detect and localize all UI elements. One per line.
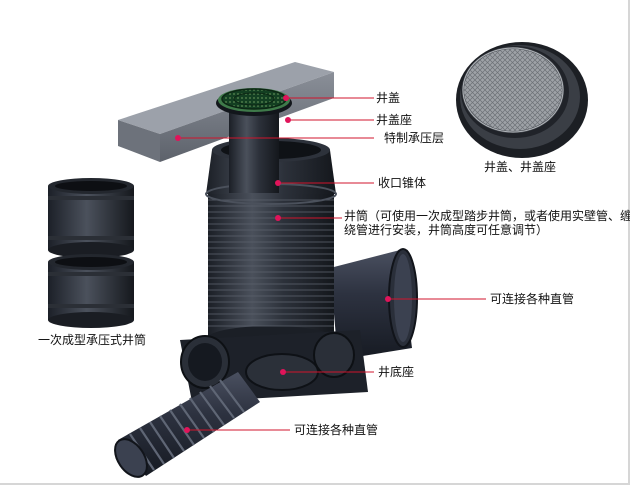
- label-base-seat: 井底座: [378, 365, 415, 379]
- label-cover-seat: 井盖座: [376, 113, 413, 127]
- pointer-dots: [175, 95, 391, 433]
- label-bottom-pipe: 可连接各种直管: [294, 423, 379, 437]
- label-shaft: 井筒（可使用一次成型踏步井筒，或者使用实壁管、缠绕管进行安装，井筒高度可任意调节…: [344, 209, 630, 237]
- label-inset-shaft: 一次成型承压式井筒: [38, 333, 147, 347]
- bottom-pipe-graphic: [114, 372, 260, 478]
- leader-lines: [178, 97, 486, 431]
- inset-cover-graphic: [456, 42, 588, 158]
- inset-shaft-graphic: [48, 178, 134, 328]
- label-inset-cover: 井盖、井盖座: [484, 160, 557, 174]
- label-reducer-cone: 收口锥体: [378, 176, 427, 190]
- cover-graphic: [216, 88, 292, 193]
- label-cover: 井盖: [376, 91, 401, 105]
- label-right-pipe: 可连接各种直管: [490, 292, 575, 306]
- label-bearing-layer: 特制承压层: [384, 131, 445, 145]
- base-seat-graphic: [180, 330, 368, 402]
